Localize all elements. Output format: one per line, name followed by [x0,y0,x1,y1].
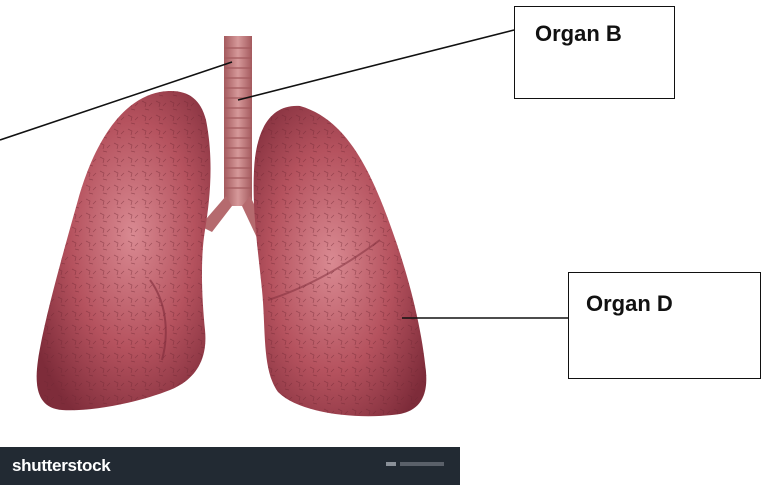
watermark-logo: shutterstock [12,456,110,476]
organ-d-label: Organ D [586,291,673,317]
pointer-line-organ-b [238,30,514,100]
right-lung [254,106,427,416]
left-lung [37,91,211,410]
organ-b-label-box: Organ B [514,6,675,99]
watermark-bar: shutterstock [0,447,460,485]
organ-d-label-box: Organ D [568,272,761,379]
organ-b-label: Organ B [535,21,622,47]
watermark-id-graphic [386,461,444,467]
